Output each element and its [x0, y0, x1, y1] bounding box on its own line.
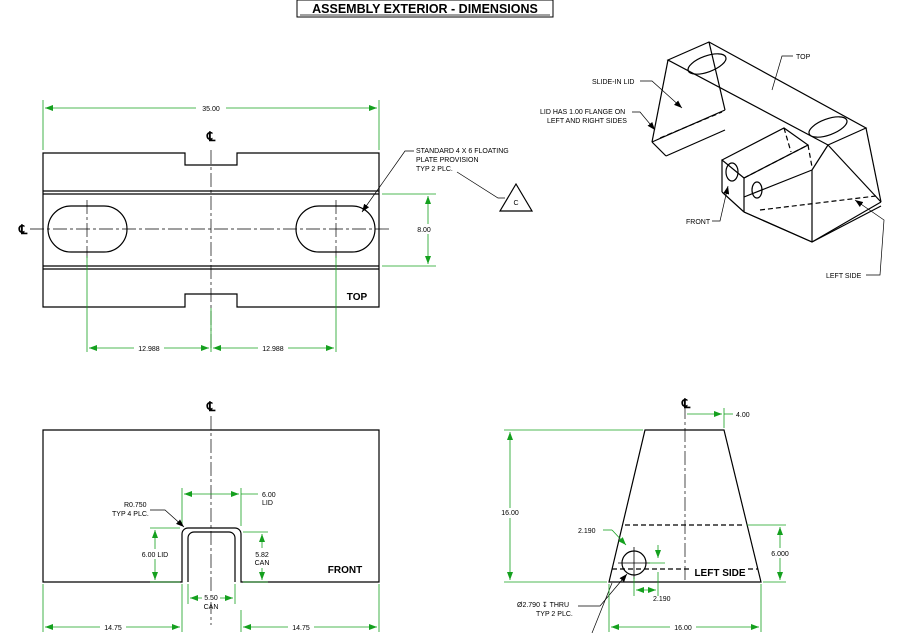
dim-side-lid-height: 6.000 [771, 551, 789, 558]
dim-can-depth-value: 5.82 [255, 552, 269, 559]
dim-side-height: 16.00 [501, 510, 519, 517]
radius-value: R0.750 [124, 502, 147, 509]
left-side-view: ℄ 4.00 16.00 6.000 2.190 2.190 Ø2.790 ↧ [497, 397, 794, 633]
callout-triangle [498, 182, 534, 212]
dim-top-right-offset: 12.988 [262, 346, 284, 353]
hole-callout-line-2: TYP 2 PLC. [536, 611, 573, 618]
dim-lid-width-value: 6.00 [262, 492, 276, 499]
top-note-line-2: PLATE PROVISION [416, 157, 479, 164]
centerline-symbol-top: ℄ [206, 130, 216, 145]
iso-lid-note-line-2: LEFT AND RIGHT SIDES [547, 118, 627, 125]
front-view-label: FRONT [328, 565, 362, 576]
top-view-outline [42, 152, 380, 308]
hole-callout-line-1: Ø2.790 ↧ THRU [517, 601, 569, 609]
left-side-view-label: LEFT SIDE [694, 568, 745, 579]
top-right-slot [295, 205, 376, 253]
front-view: ℄ 6.00 LID R0.750 TYP 4 PLC. 6.00 LID 5.… [42, 400, 380, 632]
dim-lid-width-label: LID [262, 500, 273, 507]
iso-front-label: FRONT [686, 219, 711, 226]
dim-top-length: 35.00 [202, 106, 220, 113]
top-note-line-1: STANDARD 4 X 6 FLOATING [416, 148, 509, 155]
top-left-slot [47, 205, 128, 253]
dim-side-base: 16.00 [674, 625, 692, 632]
dim-side-offset: 4.00 [736, 412, 750, 419]
dim-lid-depth: 6.00 LID [142, 552, 168, 559]
top-view-label: TOP [347, 292, 368, 303]
dim-top-left-offset: 12.988 [138, 346, 160, 353]
left-side-outline [608, 429, 762, 583]
top-view: ℄ ℄ 35.00 8.00 12.988 12.988 TOP STANDAR… [18, 100, 534, 353]
centerline-symbol-side: ℄ [681, 397, 691, 412]
centerline-symbol-front: ℄ [206, 400, 216, 415]
iso-slide-in-lid-label: SLIDE-IN LID [592, 79, 634, 86]
front-view-outline [42, 429, 380, 583]
radius-note: TYP 4 PLC. [112, 511, 149, 518]
dim-front-right: 14.75 [292, 625, 310, 632]
top-note-line-3: TYP 2 PLC. [416, 166, 453, 173]
centerline-symbol-left: ℄ [18, 223, 28, 238]
dim-can-width-label: CAN [204, 604, 219, 611]
dim-front-left: 14.75 [104, 625, 122, 632]
isometric-view: TOP SLIDE-IN LID LID HAS 1.00 FLANGE ON … [540, 41, 885, 280]
dim-hole-offset-bottom: 2.190 [653, 596, 671, 603]
sheet-title: ASSEMBLY EXTERIOR - DIMENSIONS [296, 0, 554, 18]
iso-top-label: TOP [796, 54, 811, 61]
dim-can-depth-label: CAN [255, 560, 270, 567]
dim-top-width: 8.00 [417, 227, 431, 234]
iso-left-side-label: LEFT SIDE [826, 273, 862, 280]
dim-can-width-value: 5.50 [204, 595, 218, 602]
sheet-title-text: ASSEMBLY EXTERIOR - DIMENSIONS [312, 2, 538, 16]
callout-letter: C [513, 200, 518, 207]
dim-hole-offset: 2.190 [578, 528, 596, 535]
iso-lid-note-line-1: LID HAS 1.00 FLANGE ON [540, 109, 625, 116]
